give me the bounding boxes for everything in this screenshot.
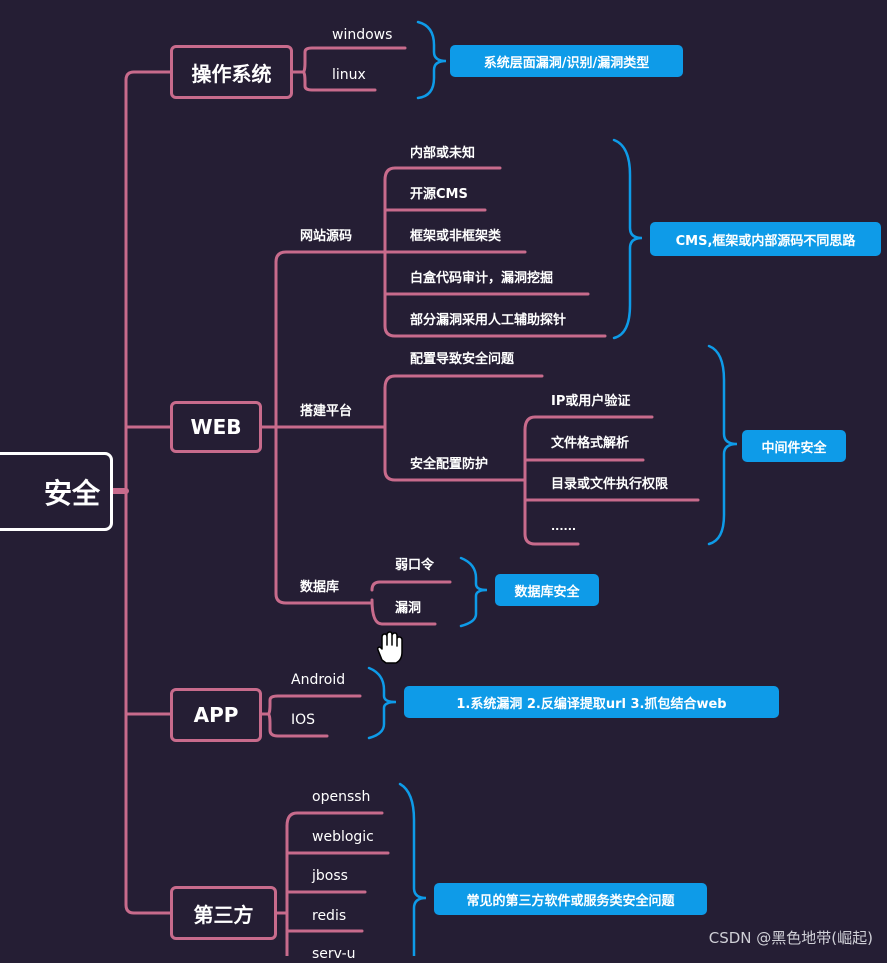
- platform-item[interactable]: 安全配置防护: [410, 457, 489, 472]
- third-item[interactable]: redis: [312, 908, 347, 924]
- note-source[interactable]: CMS,框架或内部源码不同思路: [650, 222, 881, 256]
- web-source-node[interactable]: 网站源码: [300, 229, 353, 244]
- database-item[interactable]: 漏洞: [395, 601, 422, 616]
- web-database-node[interactable]: 数据库: [300, 580, 340, 595]
- source-item[interactable]: 框架或非框架类: [410, 229, 502, 244]
- third-item[interactable]: serv-u: [312, 946, 356, 962]
- source-item[interactable]: 部分漏洞采用人工辅助探针: [410, 313, 567, 328]
- protection-item[interactable]: IP或用户验证: [551, 394, 631, 409]
- note-platform[interactable]: 中间件安全: [742, 430, 846, 462]
- third-item[interactable]: weblogic: [312, 829, 374, 845]
- platform-item[interactable]: 配置导致安全问题: [410, 352, 515, 367]
- third-item[interactable]: jboss: [312, 868, 348, 884]
- protection-item[interactable]: 文件格式解析: [551, 436, 630, 451]
- node-third-party[interactable]: 第三方: [170, 886, 277, 940]
- database-item[interactable]: 弱口令: [395, 558, 435, 573]
- protection-item[interactable]: 目录或文件执行权限: [551, 477, 669, 492]
- watermark: CSDN @黑色地带(崛起): [708, 929, 873, 947]
- source-item[interactable]: 白盒代码审计，漏洞挖掘: [410, 271, 554, 286]
- web-platform-node[interactable]: 搭建平台: [300, 404, 353, 419]
- os-item-windows[interactable]: windows: [332, 27, 393, 43]
- source-item[interactable]: 内部或未知: [410, 146, 476, 161]
- app-item-ios[interactable]: IOS: [291, 712, 316, 728]
- note-third-party[interactable]: 常见的第三方软件或服务类安全问题: [434, 883, 707, 915]
- source-item[interactable]: 开源CMS: [410, 187, 468, 202]
- node-web[interactable]: WEB: [170, 401, 262, 453]
- third-item[interactable]: openssh: [312, 789, 371, 805]
- protection-item[interactable]: ......: [551, 520, 577, 533]
- hand-pointer-icon: [372, 630, 406, 670]
- app-item-android[interactable]: Android: [291, 672, 346, 688]
- note-app[interactable]: 1.系统漏洞 2.反编译提取url 3.抓包结合web: [404, 686, 779, 718]
- note-database[interactable]: 数据库安全: [495, 574, 599, 606]
- note-os[interactable]: 系统层面漏洞/识别/漏洞类型: [450, 45, 683, 77]
- node-os[interactable]: 操作系统: [170, 45, 293, 99]
- node-app[interactable]: APP: [170, 688, 262, 742]
- os-item-linux[interactable]: linux: [332, 67, 366, 83]
- root-node[interactable]: 安全: [0, 452, 113, 531]
